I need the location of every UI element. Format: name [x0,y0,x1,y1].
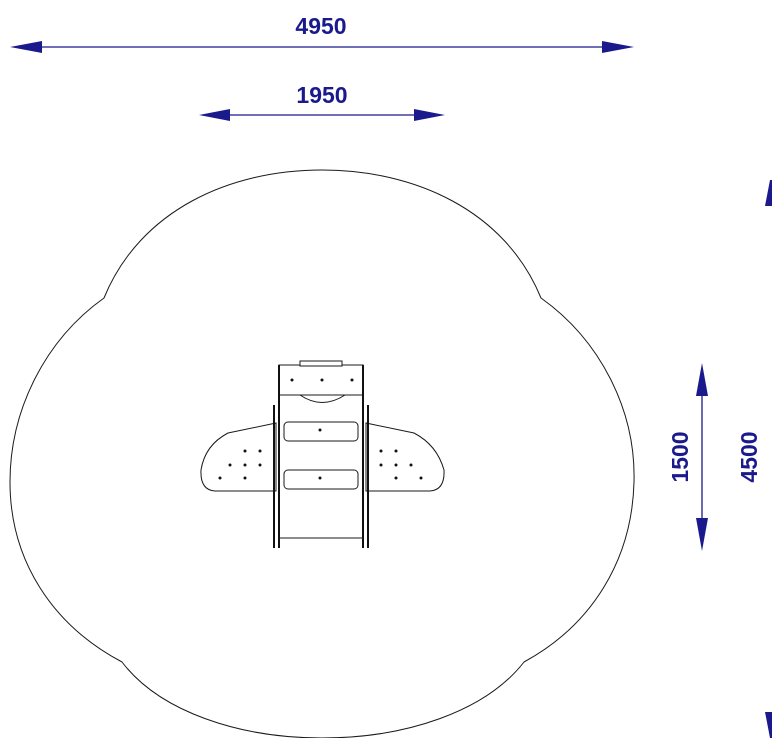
overall-height-arrow-top [765,180,772,206]
bolt-dots [218,378,423,480]
overall-width-arrow-left [10,41,42,53]
inner-width-dimension: 1950 [199,82,445,121]
step-upper [283,421,359,442]
grip-element [298,394,347,403]
ladder-frame [273,360,369,548]
inner-height-arrow-bottom [696,518,708,551]
overall-height-arrow-bottom [765,712,772,738]
overall-height-dimension: 4500 [736,180,772,738]
step-lower [283,469,359,490]
overall-width-label: 4950 [295,13,346,39]
overall-height-label: 4500 [736,431,762,482]
safety-zone-outline [9,169,635,738]
overall-width-dimension: 4950 [10,13,634,53]
left-wing-platform [200,422,277,492]
top-rail [299,360,343,367]
inner-height-label: 1500 [667,431,693,482]
inner-height-dimension: 1500 [667,363,708,551]
inner-width-arrow-right [414,109,445,121]
inner-width-arrow-left [199,109,230,121]
right-wing-platform [365,422,445,492]
inner-height-arrow-top [696,363,708,396]
inner-width-label: 1950 [296,82,347,108]
overall-width-arrow-right [602,41,634,53]
